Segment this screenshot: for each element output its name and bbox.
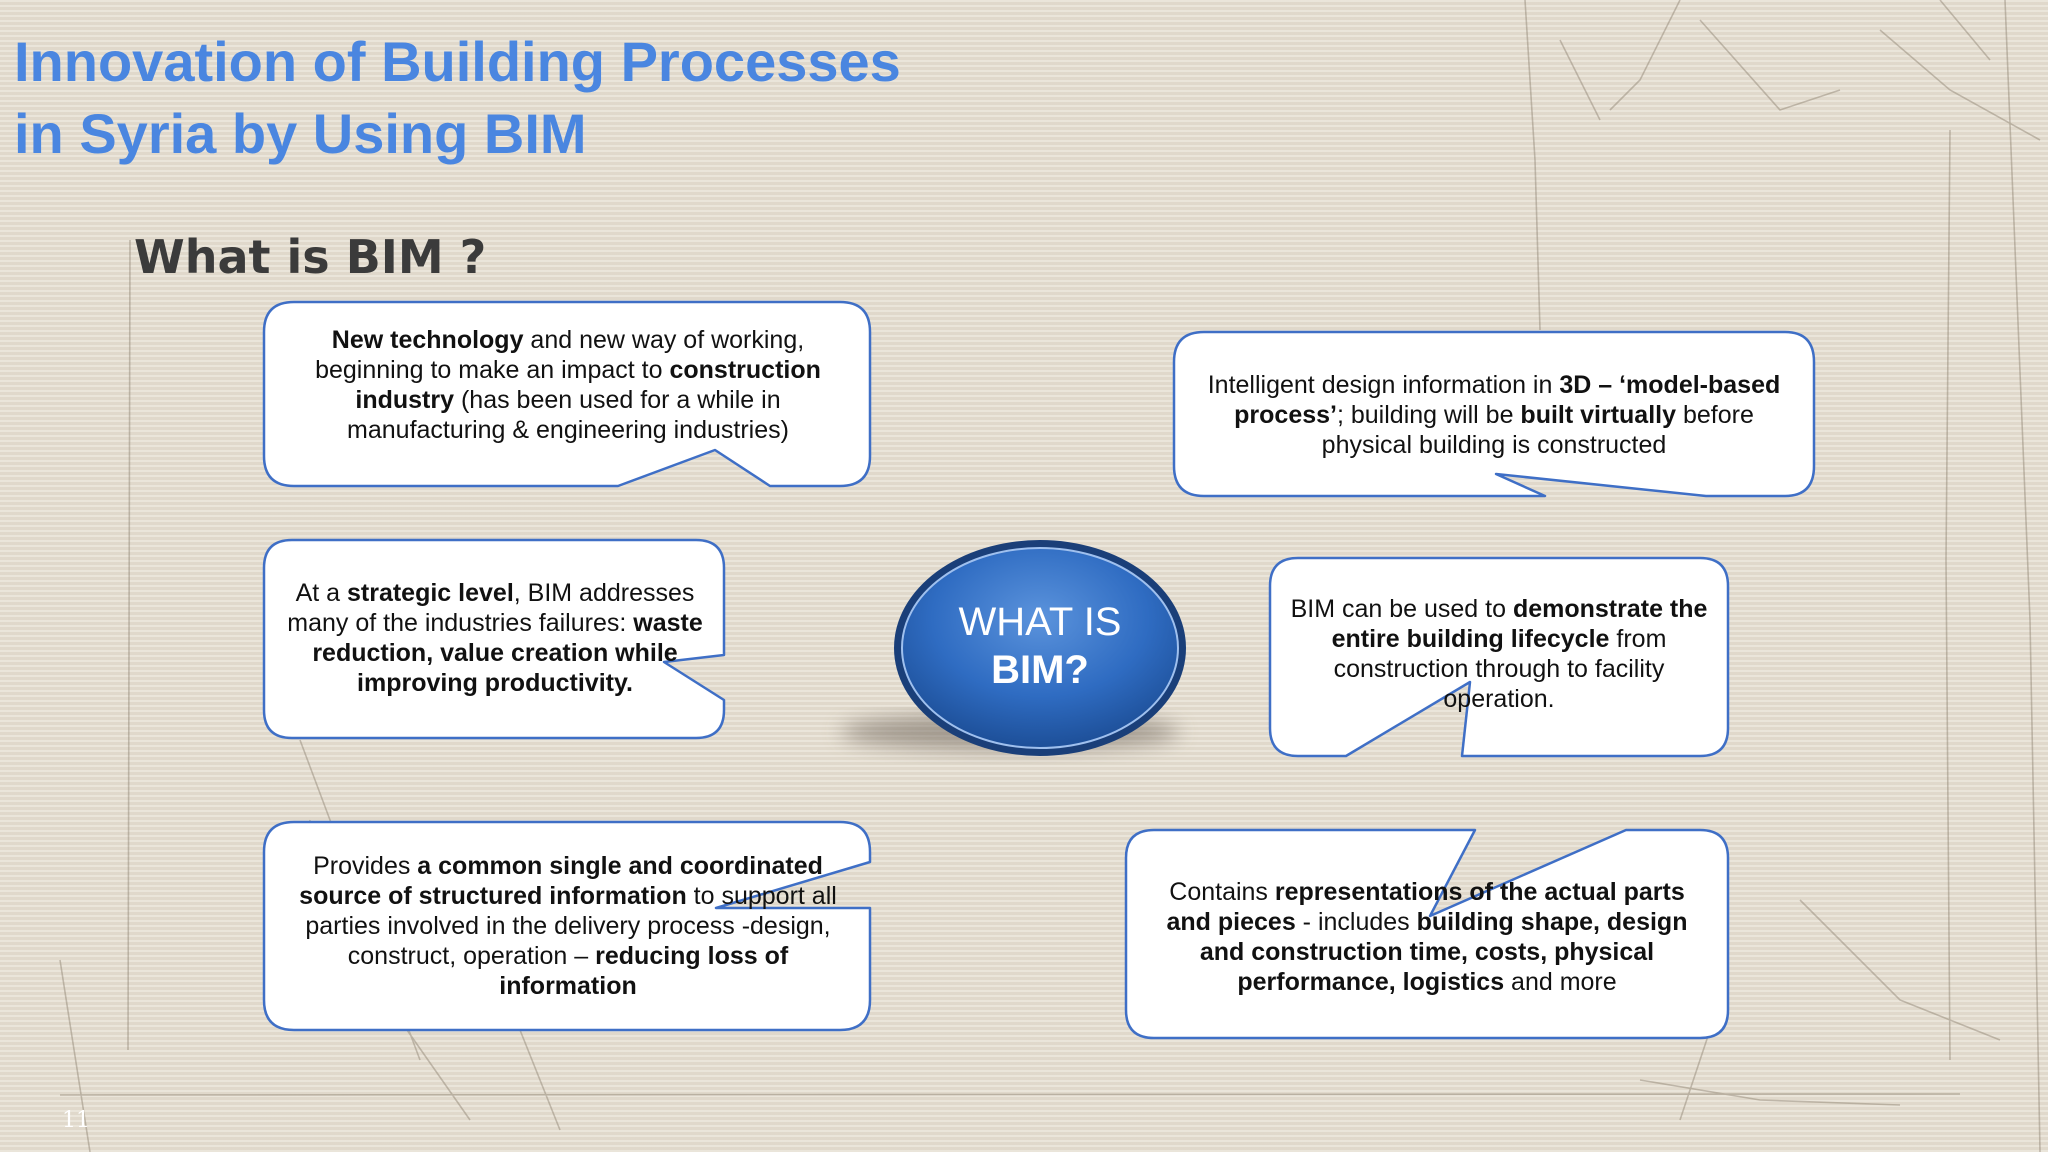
- slide-title: Innovation of Building Processes in Syri…: [14, 26, 901, 170]
- center-label-line-2: BIM?: [991, 648, 1089, 692]
- title-line-2: in Syria by Using BIM: [14, 102, 587, 165]
- center-label: WHAT IS BIM?: [898, 598, 1182, 694]
- title-line-1: Innovation of Building Processes: [14, 30, 901, 93]
- callout-text-representations: Contains representations of the actual p…: [1166, 878, 1688, 996]
- center-oval: [901, 547, 1179, 749]
- callout-text-intelligent-design: Intelligent design information in 3D – ‘…: [1207, 371, 1781, 459]
- callout-bubble-5: [262, 820, 872, 1032]
- callout-text-building-lifecycle: BIM can be used to demonstrate the entir…: [1290, 595, 1708, 713]
- callout-bubble-1: [262, 300, 872, 488]
- callout-text-strategic-level: At a strategic level, BIM addresses many…: [287, 579, 703, 697]
- page-number: 11: [62, 1108, 90, 1133]
- callout-text-new-technology: New technology and new way of working, b…: [315, 326, 821, 444]
- callout-bubble-2: [1172, 330, 1816, 498]
- callout-text-common-source: Provides a common single and coordinated…: [299, 852, 837, 1000]
- callout-bubble-4: [1268, 556, 1730, 758]
- slide-subtitle: What is BIM ?: [134, 230, 487, 284]
- center-label-line-1: WHAT IS: [958, 600, 1122, 644]
- callout-bubble-6: [1124, 828, 1730, 1040]
- callout-bubble-3: [262, 538, 726, 740]
